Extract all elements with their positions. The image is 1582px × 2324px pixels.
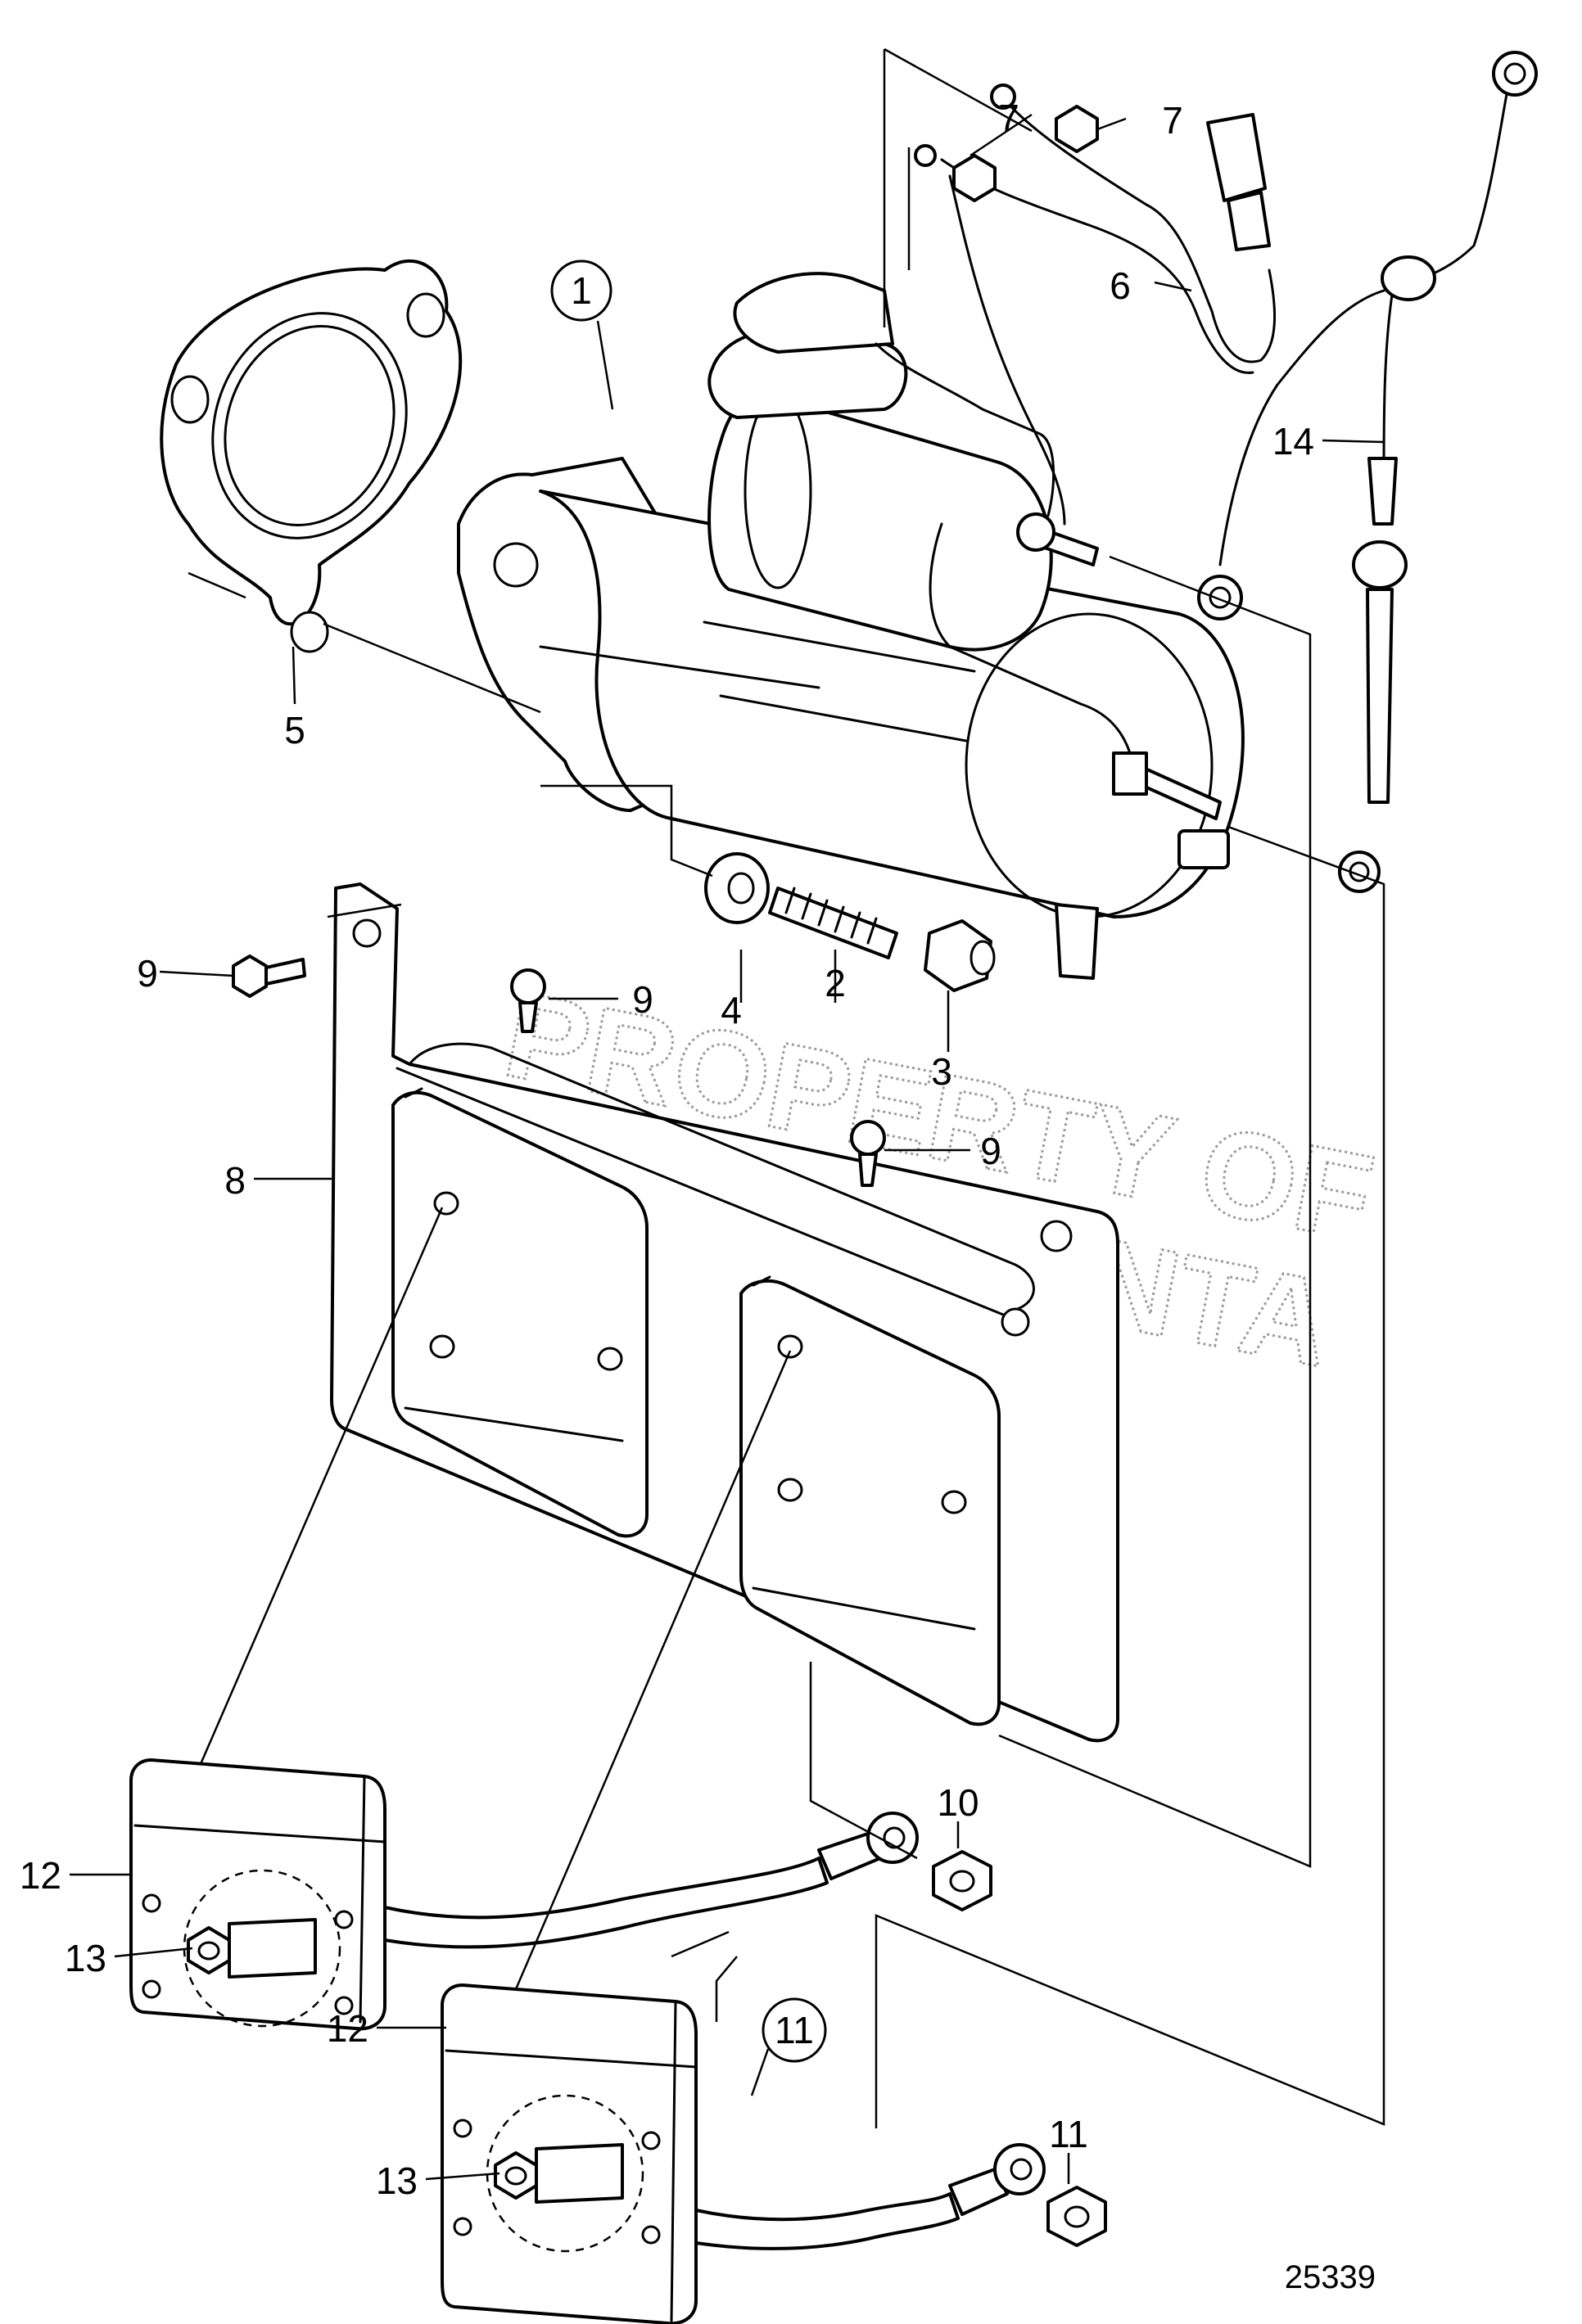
bracket-part-8	[330, 882, 1119, 1743]
callout-11-a: 10	[937, 1781, 979, 1824]
nut-part-11-a	[932, 1850, 992, 1911]
terminal-nut-part-13-b	[494, 2143, 624, 2204]
callout-14: 14	[1272, 420, 1314, 463]
callout-7-a: 7	[998, 97, 1019, 139]
callout-leaders	[70, 113, 1385, 2184]
ground-cable-part-14	[1197, 51, 1538, 893]
callout-5: 5	[284, 709, 305, 751]
callout-9-c: 9	[980, 1130, 1001, 1172]
callout-12-a: 12	[20, 1854, 61, 1897]
callout-11-b: 11	[1049, 2113, 1088, 2155]
terminal-nut-part-13-a	[187, 1918, 317, 1979]
washer-part-4	[704, 852, 770, 924]
callout-1: 1	[550, 259, 612, 322]
callout-9-b: 9	[632, 978, 653, 1021]
callout-10: 11	[762, 1997, 827, 2063]
nut-part-7-b	[1055, 105, 1099, 153]
callout-9-a: 9	[137, 952, 158, 995]
nut-part-7-a	[952, 154, 997, 202]
callout-13-b: 13	[376, 2159, 418, 2202]
gasket-part-5	[160, 259, 463, 653]
assembly-lines	[188, 47, 1385, 2128]
callout-4: 4	[721, 989, 742, 1031]
callout-6: 6	[1110, 264, 1131, 307]
starter-motor-part-1	[457, 272, 1245, 980]
callout-2: 2	[825, 962, 846, 1004]
stud-part-2	[768, 887, 898, 959]
screw-part-9-a	[232, 954, 306, 998]
callout-1-text: 1	[571, 269, 592, 312]
nut-part-11-b	[1046, 2186, 1107, 2247]
callout-7-b: 7	[1162, 99, 1183, 142]
screw-part-9-b	[510, 968, 546, 1033]
callout-13-a: 13	[65, 1937, 106, 1979]
wiring-harness-part-6	[914, 83, 1276, 526]
nut-part-3	[924, 919, 996, 992]
callout-3: 3	[931, 1050, 952, 1093]
callout-10-text: 11	[775, 2009, 814, 2051]
screw-part-9-c	[850, 1120, 886, 1187]
battery-switch-part-12-a	[129, 1758, 386, 2031]
drawing-number: 25339	[1285, 2259, 1376, 2295]
callout-12-b: 12	[327, 2007, 368, 2050]
callout-8: 8	[224, 1159, 246, 1202]
battery-cable-part-10	[383, 1812, 1046, 2250]
